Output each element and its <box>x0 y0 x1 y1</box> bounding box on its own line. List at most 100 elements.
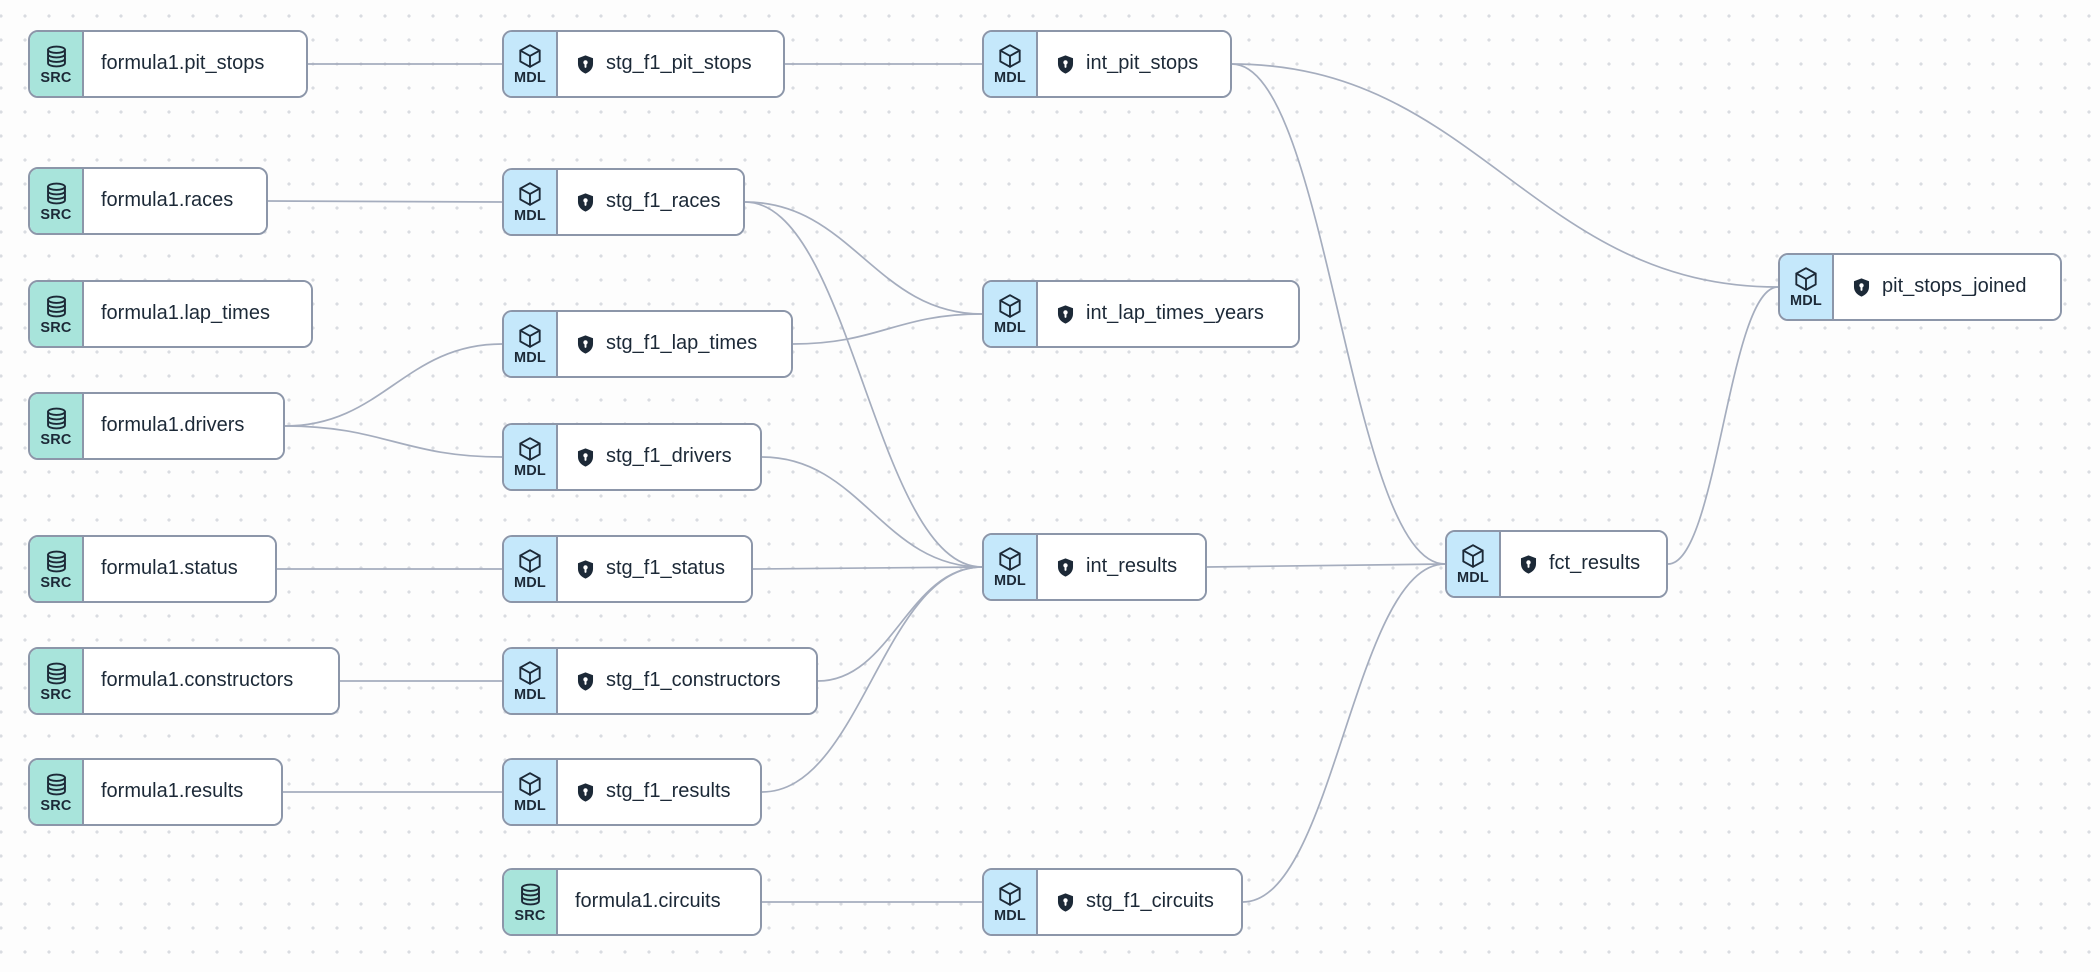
edge-src_races-to-stg_races <box>267 200 503 203</box>
node-body: int_lap_times_years <box>1038 282 1298 346</box>
lineage-node-src-circuits[interactable]: SRC formula1.circuits <box>502 868 762 936</box>
node-label: formula1.lap_times <box>101 302 270 324</box>
node-body: formula1.results <box>84 760 281 824</box>
node-type-badge: MDL <box>984 535 1038 599</box>
node-body: stg_f1_lap_times <box>558 312 791 376</box>
edge-stg_races-to-int_lap_times_years <box>744 201 983 315</box>
node-body: fct_results <box>1501 532 1666 596</box>
node-body: stg_f1_status <box>558 537 751 601</box>
node-label: stg_f1_races <box>606 190 721 212</box>
node-type-label: MDL <box>993 908 1026 925</box>
node-label: stg_f1_drivers <box>606 445 732 467</box>
node-type-badge: SRC <box>30 760 84 824</box>
node-body: stg_f1_drivers <box>558 425 760 489</box>
node-type-badge: MDL <box>984 870 1038 934</box>
lineage-node-int-pit-stops[interactable]: MDL int_pit_stops <box>982 30 1232 98</box>
lineage-node-pit-stops-joined[interactable]: MDL pit_stops_joined <box>1778 253 2062 321</box>
edge-stg_status-to-int_results <box>752 566 983 570</box>
shield-icon <box>1055 304 1076 325</box>
lineage-node-stg-results[interactable]: MDL stg_f1_results <box>502 758 762 826</box>
shield-icon <box>575 54 596 75</box>
node-body: formula1.status <box>84 537 275 601</box>
lineage-node-src-races[interactable]: SRC formula1.races <box>28 167 268 235</box>
database-icon <box>43 660 70 687</box>
node-type-label: MDL <box>513 687 546 704</box>
database-icon <box>43 43 70 70</box>
node-type-badge: MDL <box>504 537 558 601</box>
shield-icon <box>575 671 596 692</box>
node-body: formula1.pit_stops <box>84 32 306 96</box>
edge-int_pit_stops-to-pit_stops_joined <box>1231 63 1779 288</box>
package-icon <box>516 42 544 70</box>
node-type-label: SRC <box>40 69 72 86</box>
package-icon <box>516 180 544 208</box>
node-label: stg_f1_results <box>606 780 731 802</box>
edge-stg_drivers-to-int_results <box>761 456 983 568</box>
node-body: formula1.constructors <box>84 649 338 713</box>
edge-stg_races-to-int_results <box>744 201 983 568</box>
node-body: pit_stops_joined <box>1834 255 2060 319</box>
node-type-label: MDL <box>1456 570 1489 587</box>
node-type-label: MDL <box>513 798 546 815</box>
package-icon <box>516 547 544 575</box>
node-type-badge: MDL <box>504 425 558 489</box>
node-body: stg_f1_races <box>558 170 743 234</box>
node-type-label: SRC <box>40 206 72 223</box>
package-icon <box>516 435 544 463</box>
lineage-node-stg-drivers[interactable]: MDL stg_f1_drivers <box>502 423 762 491</box>
node-body: int_results <box>1038 535 1205 599</box>
node-type-badge: MDL <box>1780 255 1834 319</box>
node-type-label: MDL <box>1789 293 1822 310</box>
node-type-label: SRC <box>40 319 72 336</box>
shield-icon <box>575 334 596 355</box>
lineage-node-stg-status[interactable]: MDL stg_f1_status <box>502 535 753 603</box>
lineage-node-stg-circuits[interactable]: MDL stg_f1_circuits <box>982 868 1243 936</box>
shield-icon <box>1518 554 1539 575</box>
lineage-node-fct-results[interactable]: MDL fct_results <box>1445 530 1668 598</box>
node-type-label: MDL <box>993 70 1026 87</box>
node-type-badge: MDL <box>504 170 558 234</box>
node-type-badge: SRC <box>504 870 558 934</box>
package-icon <box>996 292 1024 320</box>
node-label: fct_results <box>1549 552 1641 574</box>
edge-stg_results-to-int_results <box>761 566 983 793</box>
database-icon <box>43 548 70 575</box>
node-type-badge: MDL <box>504 760 558 824</box>
lineage-node-src-pit-stops[interactable]: SRC formula1.pit_stops <box>28 30 308 98</box>
node-label: formula1.status <box>101 557 238 579</box>
edge-src_drivers-to-stg_lap_times <box>284 343 503 427</box>
node-label: stg_f1_status <box>606 557 725 579</box>
lineage-node-stg-races[interactable]: MDL stg_f1_races <box>502 168 745 236</box>
database-icon <box>43 180 70 207</box>
lineage-node-src-lap-times[interactable]: SRC formula1.lap_times <box>28 280 313 348</box>
node-type-label: MDL <box>513 208 546 225</box>
node-body: stg_f1_circuits <box>1038 870 1241 934</box>
database-icon <box>43 405 70 432</box>
node-label: formula1.pit_stops <box>101 52 265 74</box>
node-body: stg_f1_results <box>558 760 760 824</box>
node-label: formula1.circuits <box>575 890 721 912</box>
shield-icon <box>1055 557 1076 578</box>
node-label: stg_f1_pit_stops <box>606 52 752 74</box>
node-label: formula1.drivers <box>101 414 245 436</box>
node-label: int_pit_stops <box>1086 52 1199 74</box>
node-body: formula1.lap_times <box>84 282 311 346</box>
node-body: formula1.circuits <box>558 870 760 934</box>
edge-int_pit_stops-to-fct_results <box>1231 63 1446 565</box>
node-body: formula1.races <box>84 169 266 233</box>
package-icon <box>996 545 1024 573</box>
edge-stg_circuits-to-fct_results <box>1242 563 1446 903</box>
package-icon <box>996 880 1024 908</box>
package-icon <box>1459 542 1487 570</box>
